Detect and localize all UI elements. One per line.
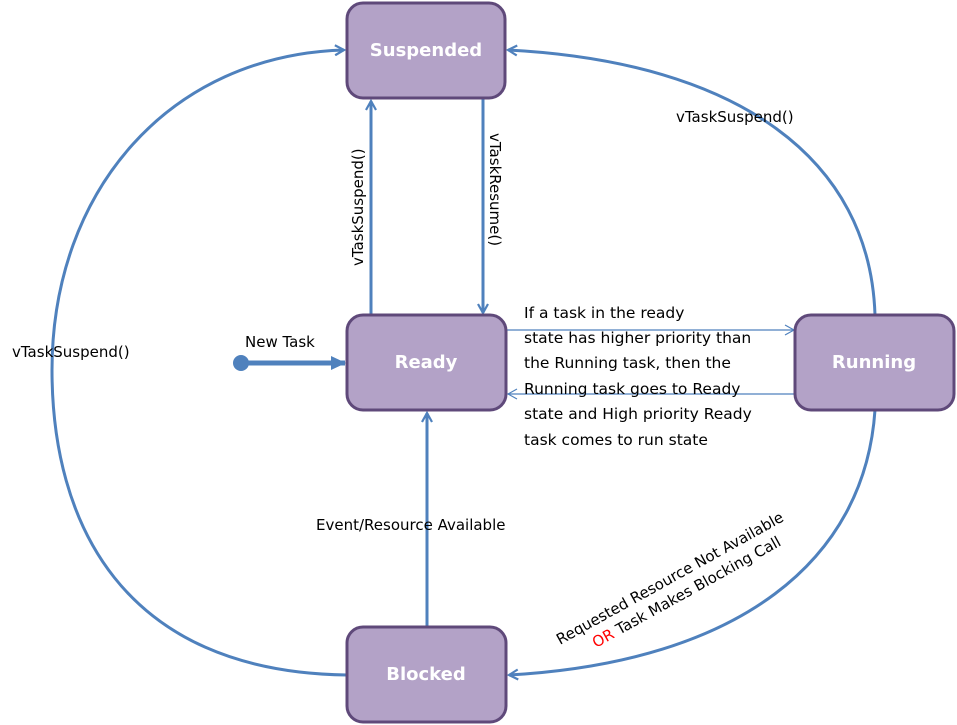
label-running-to-suspended: vTaskSuspend()	[676, 108, 794, 126]
label-running-to-blocked-line2: OR Task Makes Blocking Call	[589, 533, 784, 652]
label-new-task: New Task	[245, 333, 315, 351]
edge-blocked-to-suspended	[50, 50, 348, 677]
state-suspended-label: Suspended	[370, 40, 482, 61]
state-ready-label: Ready	[395, 352, 458, 373]
state-ready[interactable]: Ready	[345, 313, 508, 412]
state-blocked[interactable]: Blocked	[345, 625, 508, 724]
edge-running-to-suspended	[508, 50, 877, 316]
label-running-to-blocked: Requested Resource Not Available OR Task…	[553, 508, 786, 652]
note-line: task comes to run state	[524, 431, 708, 449]
note-line: If a task in the ready	[524, 304, 684, 322]
ready-running-note: If a task in the ready state has higher …	[524, 304, 752, 449]
state-running-label: Running	[832, 352, 916, 373]
state-running[interactable]: Running	[793, 313, 956, 412]
label-blocked-to-ready: Event/Resource Available	[316, 516, 505, 534]
edge-running-to-blocked	[509, 409, 877, 675]
note-line: the Running task, then the	[524, 354, 731, 372]
note-line: state and High priority Ready	[524, 405, 752, 423]
note-line: Running task goes to Ready	[524, 380, 740, 398]
label-ready-to-suspended: vTaskSuspend()	[349, 148, 367, 266]
label-blocked-to-suspended: vTaskSuspend()	[12, 343, 130, 361]
state-suspended[interactable]: Suspended	[345, 1, 507, 100]
state-blocked-label: Blocked	[386, 664, 466, 685]
label-suspended-to-ready: vTaskResume()	[486, 133, 504, 246]
label-running-to-blocked-line1: Requested Resource Not Available	[553, 508, 786, 648]
note-line: state has higher priority than	[524, 329, 751, 347]
